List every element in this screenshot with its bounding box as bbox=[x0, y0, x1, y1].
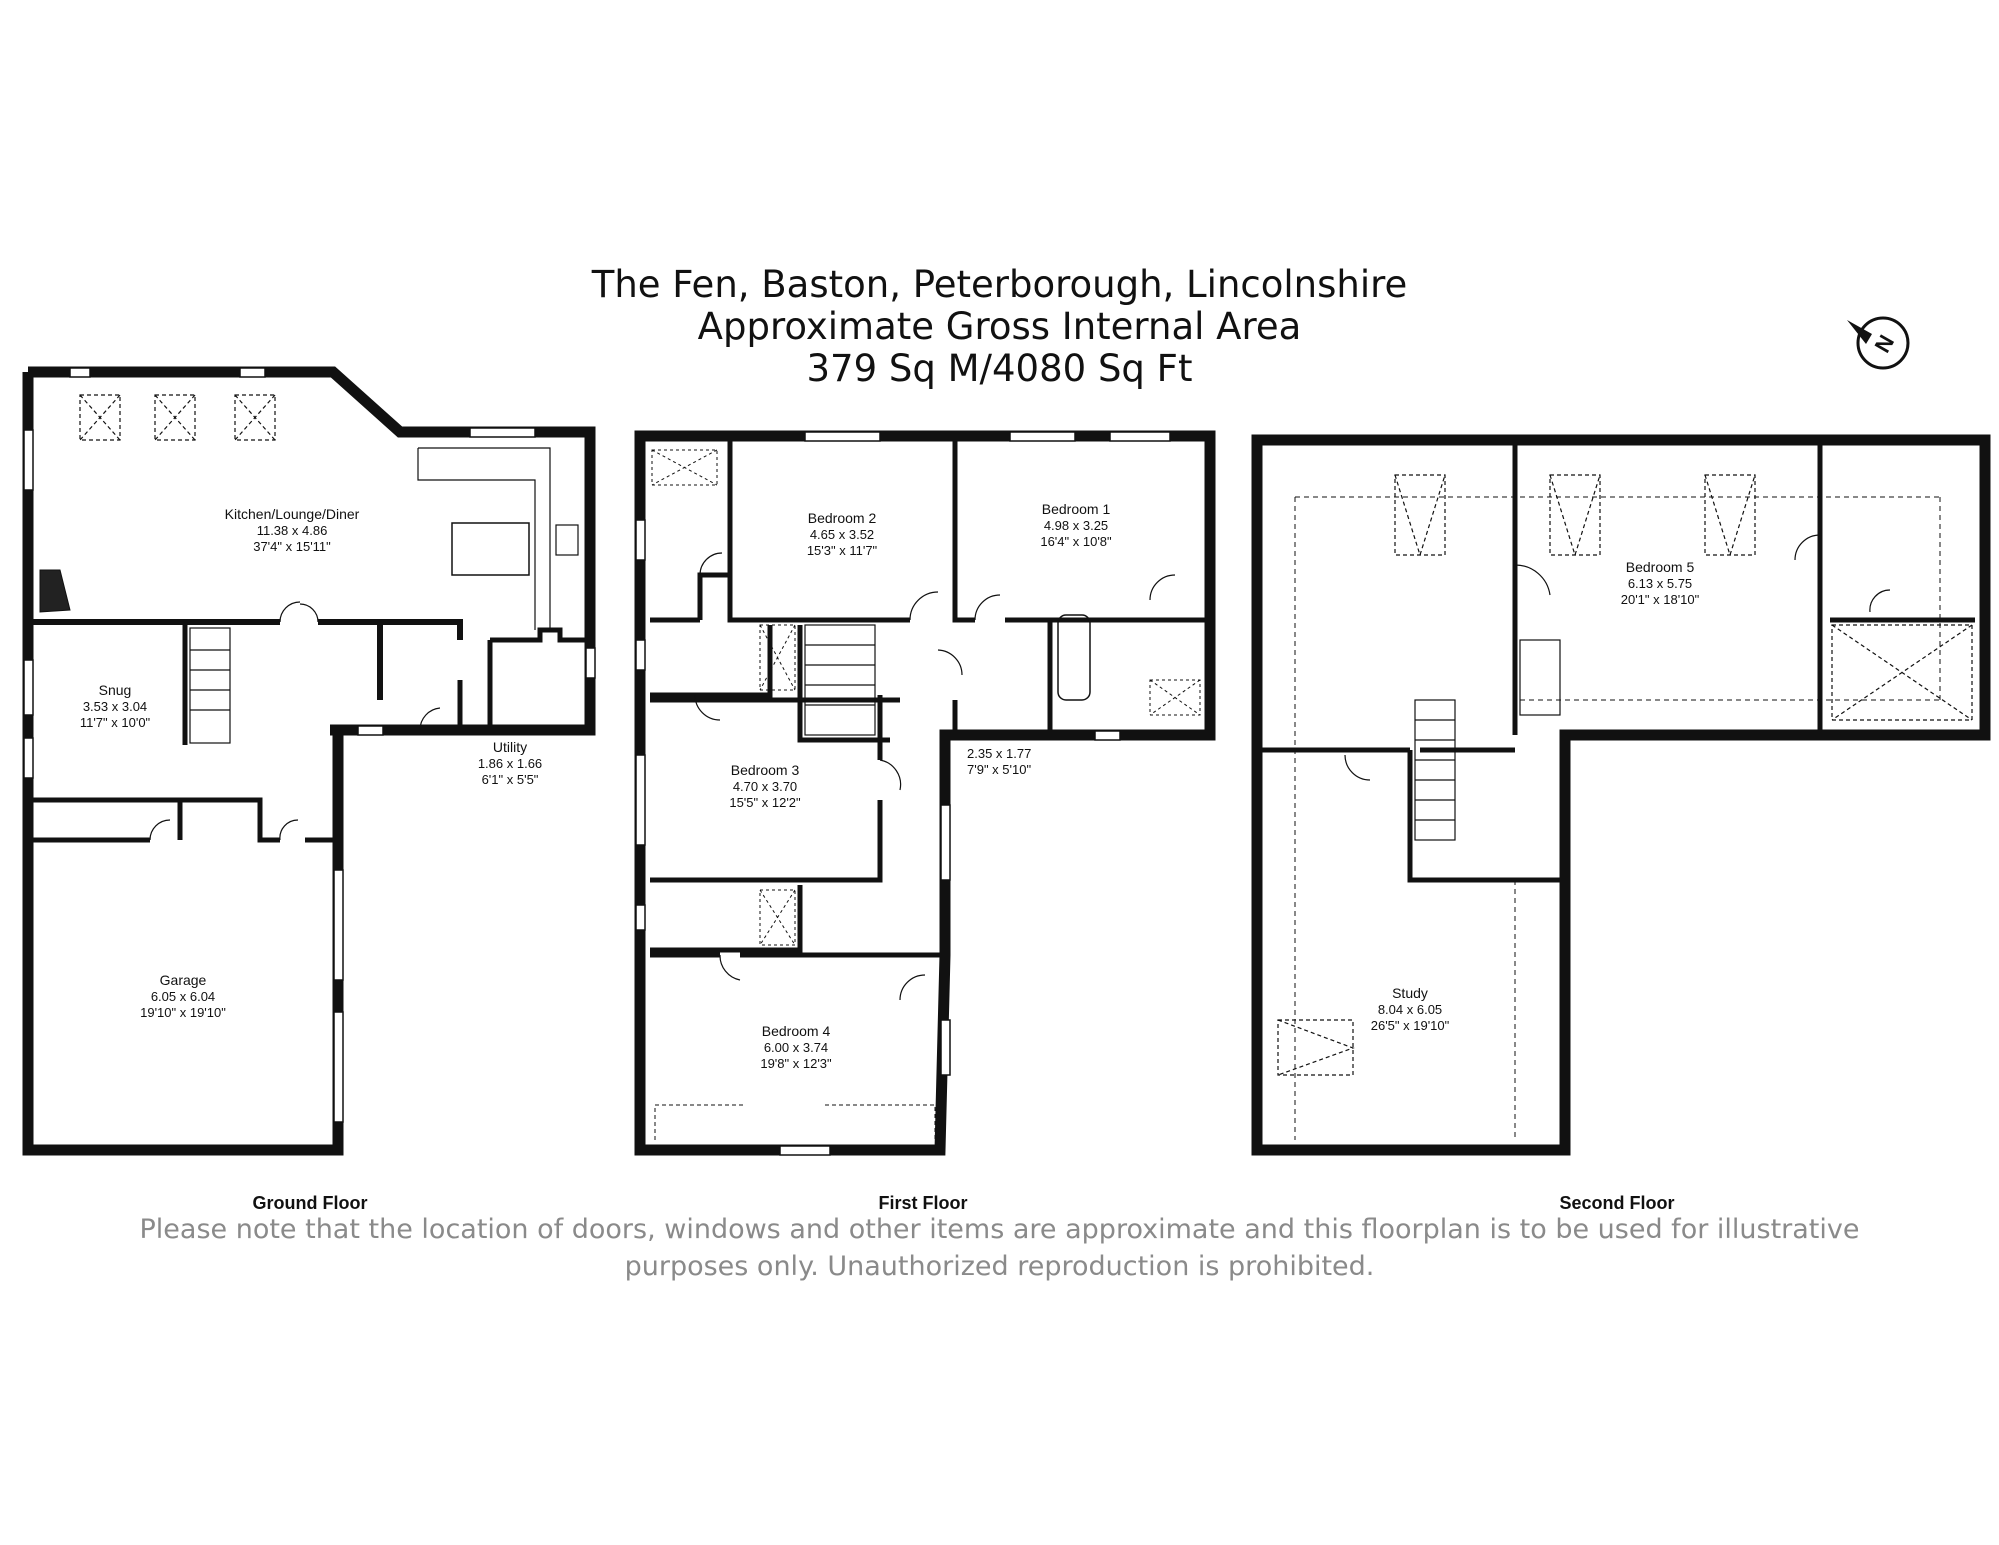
first-floor-label: First Floor bbox=[878, 1193, 968, 1213]
room-name: Bedroom 2 bbox=[808, 510, 877, 526]
room-bedroom-4: Bedroom 4 6.00 x 3.74 19'8" x 12'3" bbox=[760, 1023, 832, 1071]
room-name: Study bbox=[1392, 985, 1428, 1001]
plan-subtitle: Approximate Gross Internal Area bbox=[697, 305, 1302, 348]
room-study: Study 8.04 x 6.05 26'5" x 19'10" bbox=[1371, 985, 1450, 1033]
room-metric: 6.05 x 6.04 bbox=[151, 989, 215, 1004]
second-floor-plan bbox=[1251, 434, 1991, 1156]
room-name: Snug bbox=[99, 682, 132, 698]
room-imperial: 19'8" x 12'3" bbox=[760, 1056, 832, 1071]
room-bedroom-1: Bedroom 1 4.98 x 3.25 16'4" x 10'8" bbox=[1040, 501, 1112, 549]
ground-floor-label: Ground Floor bbox=[252, 1193, 368, 1213]
room-metric: 1.86 x 1.66 bbox=[478, 756, 542, 771]
plan-area: 379 Sq M/4080 Sq Ft bbox=[806, 347, 1193, 390]
room-name: Bedroom 3 bbox=[731, 762, 800, 778]
room-name: Bedroom 5 bbox=[1626, 559, 1695, 575]
room-metric: 3.53 x 3.04 bbox=[83, 699, 147, 714]
room-imperial: 16'4" x 10'8" bbox=[1040, 534, 1112, 549]
room-bedroom-5: Bedroom 5 6.13 x 5.75 20'1" x 18'10" bbox=[1621, 559, 1700, 607]
room-kitchen-lounge-diner: Kitchen/Lounge/Diner 11.38 x 4.86 37'4" … bbox=[225, 506, 360, 554]
disclaimer-line-2: purposes only. Unauthorized reproduction… bbox=[624, 1251, 1375, 1282]
room-bedroom-2: Bedroom 2 4.65 x 3.52 15'3" x 11'7" bbox=[807, 510, 878, 558]
disclaimer-line-1: Please note that the location of doors, … bbox=[139, 1214, 1860, 1245]
room-utility: Utility 1.86 x 1.66 6'1" x 5'5" bbox=[478, 739, 542, 787]
room-imperial: 15'5" x 12'2" bbox=[729, 795, 801, 810]
room-imperial: 20'1" x 18'10" bbox=[1621, 592, 1700, 607]
room-imperial: 19'10" x 19'10" bbox=[140, 1005, 226, 1020]
room-name: Bedroom 4 bbox=[762, 1023, 831, 1039]
room-metric: 11.38 x 4.86 bbox=[257, 523, 328, 538]
room-garage: Garage 6.05 x 6.04 19'10" x 19'10" bbox=[140, 972, 226, 1020]
room-metric: 4.65 x 3.52 bbox=[810, 527, 874, 542]
room-metric: 4.98 x 3.25 bbox=[1044, 518, 1108, 533]
room-metric: 6.13 x 5.75 bbox=[1628, 576, 1692, 591]
room-imperial: 15'3" x 11'7" bbox=[807, 543, 878, 558]
room-imperial: 26'5" x 19'10" bbox=[1371, 1018, 1450, 1033]
room-metric: 6.00 x 3.74 bbox=[764, 1040, 828, 1055]
ground-floor-plan bbox=[22, 366, 596, 1156]
room-name: Garage bbox=[160, 972, 207, 988]
room-imperial: 37'4" x 15'11" bbox=[253, 539, 331, 554]
second-floor-label: Second Floor bbox=[1559, 1193, 1675, 1213]
room-imperial: 11'7" x 10'0" bbox=[80, 715, 151, 730]
room-name: Bedroom 1 bbox=[1042, 501, 1111, 517]
room-snug: Snug 3.53 x 3.04 11'7" x 10'0" bbox=[80, 682, 151, 730]
first-floor-plan bbox=[634, 430, 1216, 1156]
room-metric: 8.04 x 6.05 bbox=[1378, 1002, 1442, 1017]
north-arrow-icon: N bbox=[1847, 316, 1910, 370]
room-metric: 2.35 x 1.77 bbox=[967, 746, 1031, 761]
room-imperial: 7'9" x 5'10" bbox=[967, 762, 1031, 777]
plan-title: The Fen, Baston, Peterborough, Lincolnsh… bbox=[591, 263, 1408, 306]
room-landing: 2.35 x 1.77 7'9" x 5'10" bbox=[967, 746, 1031, 777]
room-metric: 4.70 x 3.70 bbox=[733, 779, 797, 794]
room-imperial: 6'1" x 5'5" bbox=[482, 772, 539, 787]
room-name: Utility bbox=[493, 739, 527, 755]
room-bedroom-3: Bedroom 3 4.70 x 3.70 15'5" x 12'2" bbox=[729, 762, 801, 810]
room-name: Kitchen/Lounge/Diner bbox=[225, 506, 360, 522]
